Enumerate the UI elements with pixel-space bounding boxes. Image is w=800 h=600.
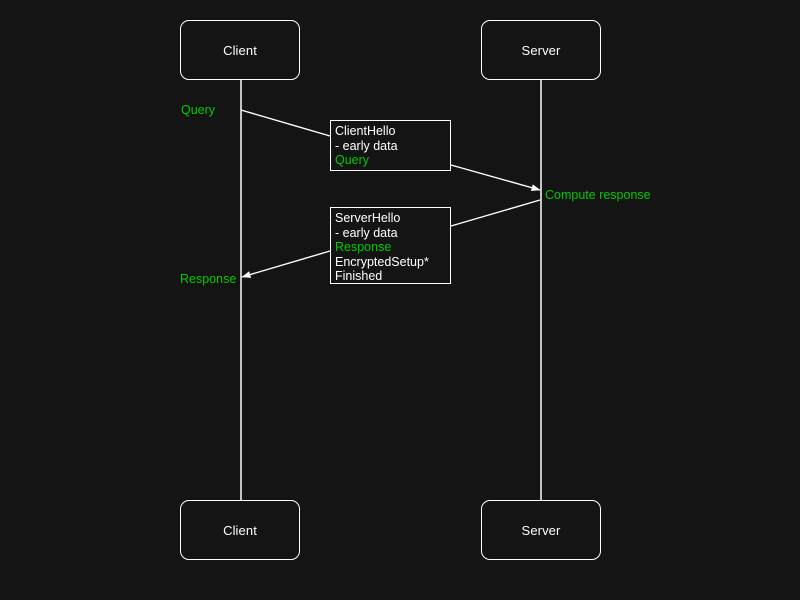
- response-segment-1: [450, 199, 541, 227]
- annotation-text: Query: [181, 103, 216, 117]
- participant-box-client-top[interactable]: Client: [180, 20, 300, 80]
- participant-box-server-top[interactable]: Server: [481, 20, 601, 80]
- annotation-query: Query: [181, 103, 215, 117]
- note-line: EncryptedSetup*: [335, 254, 429, 269]
- annotation-response: Response: [180, 272, 236, 286]
- annotation-text: Response: [180, 272, 237, 286]
- note-line: ServerHello: [335, 211, 401, 225]
- participant-label: Server: [521, 42, 561, 58]
- participant-label: Client: [223, 42, 257, 58]
- note-box-server-hello[interactable]: ServerHello - early data Response Encryp…: [330, 207, 451, 284]
- note-line-accent: Query: [335, 153, 370, 168]
- participant-box-client-bottom[interactable]: Client: [180, 500, 300, 560]
- participant-label: Server: [521, 522, 561, 538]
- note-line: Finished: [335, 269, 383, 284]
- participant-box-server-bottom[interactable]: Server: [481, 500, 601, 560]
- note-line-accent: Response: [335, 240, 392, 255]
- note-line: - early data: [335, 225, 398, 240]
- response-segment-2: [241, 250, 331, 278]
- query-segment-2: [450, 164, 541, 192]
- annotation-text: Compute response: [545, 188, 651, 202]
- note-line: - early data: [335, 138, 398, 153]
- query-segment-1: [240, 109, 331, 137]
- note-line: ClientHello: [335, 124, 396, 138]
- annotation-compute-response: Compute response: [545, 188, 651, 202]
- participant-label: Client: [223, 522, 257, 538]
- note-box-client-hello[interactable]: ClientHello - early data Query: [330, 120, 451, 171]
